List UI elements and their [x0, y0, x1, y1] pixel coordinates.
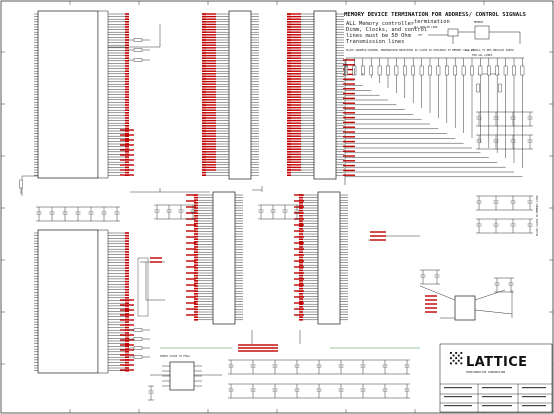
- fpga-bank-bottom-symbol: [34, 229, 129, 374]
- termination-illustration: [428, 25, 521, 44]
- side-net-label: PLACE CLOSE TO MEMORY CHIP: [535, 195, 539, 236]
- connector-j2-symbol: [299, 191, 348, 325]
- termination-resistor-array: [344, 57, 525, 185]
- svg-text:PLACE CLOSE TO MEMORY CHIP: PLACE CLOSE TO MEMORY CHIP: [535, 195, 539, 236]
- note-termination-sub: ALL WAN ON LINE: [414, 25, 438, 29]
- note-block-line-3: lines must be 50 Ohm: [346, 33, 411, 39]
- sense-ic-symbol: [454, 295, 476, 321]
- vtt-regulator-symbol: [162, 361, 202, 391]
- note-vtt: VTT: [418, 33, 423, 37]
- termination-notes: MEMORY DEVICE TERMINATION FOR ADDRESS/ C…: [160, 12, 526, 358]
- note-block-line-2: Dimm, Clocks, and control: [346, 27, 427, 33]
- note-block-line-4: Transmission lines: [346, 39, 404, 45]
- logo-subtitle: SEMICONDUCTOR CORPORATION: [466, 370, 505, 374]
- logo-company: LATTICE: [466, 355, 527, 370]
- note-placement: PLACE ADDRESS/CONTROL TERMINATION RESIST…: [346, 48, 474, 52]
- note-memory: MEMORY: [474, 20, 484, 24]
- note-term-2: FOR ALL LINES: [472, 53, 493, 57]
- title-block: LATTICE SEMICONDUCTOR CORPORATION: [439, 343, 553, 413]
- capacitor-banks: [36, 111, 533, 401]
- note-termination: termination: [414, 19, 450, 25]
- connector-j1-symbol: [194, 191, 243, 325]
- lattice-logo: LATTICE SEMICONDUCTOR CORPORATION: [450, 352, 527, 374]
- note-header: MEMORY DEVICE TERMINATION FOR ADDRESS/ C…: [344, 12, 526, 18]
- note-block-line-1: ALL Memory controller: [346, 21, 415, 27]
- note-pinch: PINCH CLOSE TO FPGA: [160, 354, 190, 358]
- net-labels: [120, 13, 437, 371]
- fpga-bank-top-symbol: [34, 10, 129, 179]
- note-term-1: ALL PARALL TC RES REPLACE 1000Ω: [465, 48, 514, 52]
